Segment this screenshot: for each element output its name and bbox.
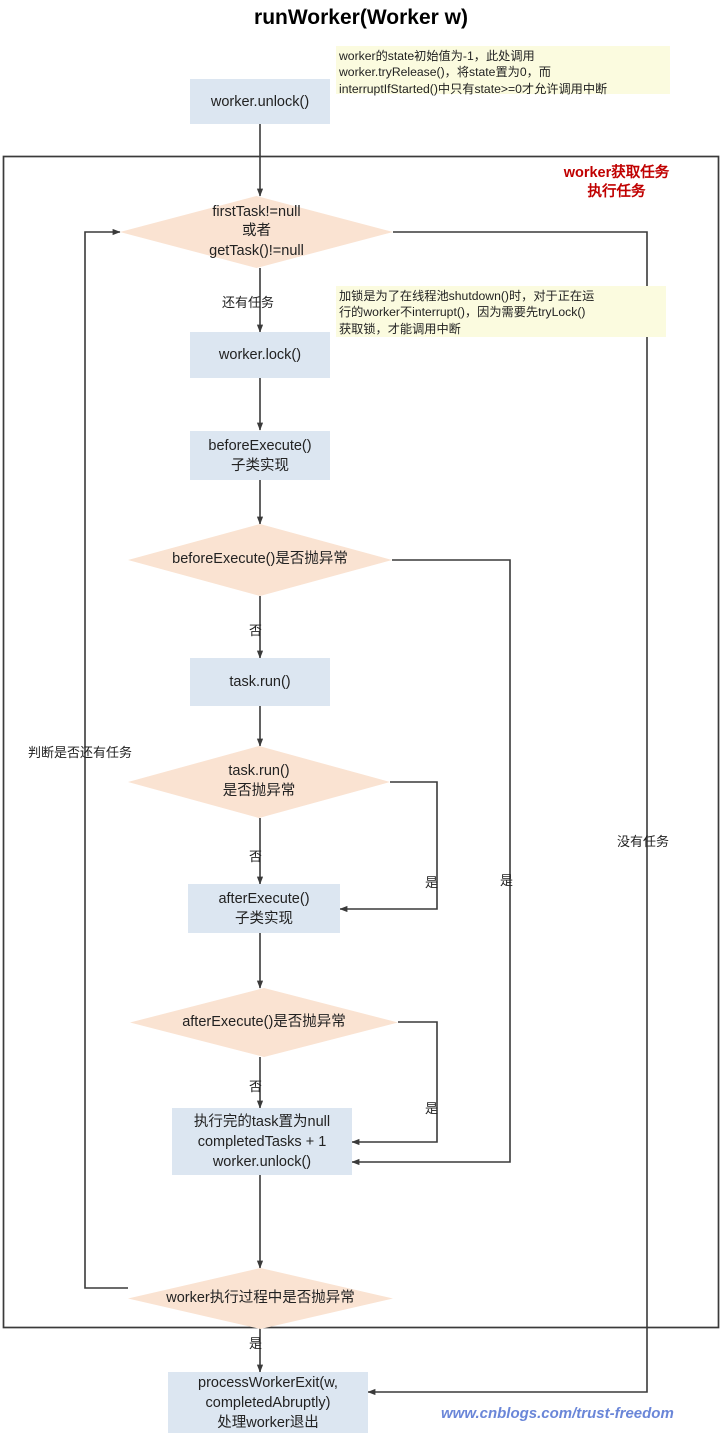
edge-label-after-execute-yes: 是 xyxy=(425,1101,439,1116)
edge-label-before-execute-yes: 是 xyxy=(500,873,514,888)
node-has-task-decision-label: firstTask!=null 或者 getTask()!=null xyxy=(209,203,304,259)
node-worker-lock[interactable]: worker.lock() xyxy=(190,332,330,378)
page-title: runWorker(Worker w) xyxy=(254,6,468,29)
note-lock-reason: 加锁是为了在线程池shutdown()时，对于正在运 行的worker不inte… xyxy=(336,286,666,337)
edge-label-task-run-no: 否 xyxy=(249,849,263,864)
node-task-run-throw-label: task.run() 是否抛异常 xyxy=(222,763,296,799)
node-before-execute-throw-label: beforeExecute()是否抛异常 xyxy=(172,551,348,568)
note-worker-state: worker的state初始值为-1，此处调用 worker.tryReleas… xyxy=(336,46,670,96)
node-task-run-throw[interactable]: task.run() 是否抛异常 xyxy=(128,746,390,818)
node-finish-task[interactable]: 执行完的task置为null completedTasks + 1 worker… xyxy=(172,1108,352,1175)
node-worker-throw-label: worker执行过程中是否抛异常 xyxy=(166,1289,355,1306)
node-before-execute-throw[interactable]: beforeExecute()是否抛异常 xyxy=(128,524,392,596)
node-has-task-decision[interactable]: firstTask!=null 或者 getTask()!=null xyxy=(120,196,393,268)
edge-label-before-execute-no: 否 xyxy=(249,623,263,638)
node-worker-throw[interactable]: worker执行过程中是否抛异常 xyxy=(128,1268,393,1329)
edge-label-task-run-yes: 是 xyxy=(425,875,439,890)
node-before-execute[interactable]: beforeExecute() 子类实现 xyxy=(190,431,330,480)
edge-label-after-execute-no: 否 xyxy=(249,1079,263,1094)
edge-label-worker-throw-yes: 是 xyxy=(249,1336,263,1351)
node-after-execute-throw-label: afterExecute()是否抛异常 xyxy=(182,1013,346,1030)
node-after-execute[interactable]: afterExecute() 子类实现 xyxy=(188,884,340,933)
node-process-worker-exit[interactable]: processWorkerExit(w, completedAbruptly) … xyxy=(168,1372,368,1433)
group-label-worker-task: worker获取任务 执行任务 xyxy=(563,165,670,200)
edge-label-no-task: 没有任务 xyxy=(617,834,670,849)
edge-label-still-has-task: 还有任务 xyxy=(222,295,275,310)
edge-label-loop-check: 判断是否还有任务 xyxy=(28,745,133,760)
watermark-link: www.cnblogs.com/trust-freedom xyxy=(441,1405,674,1422)
node-task-run[interactable]: task.run() xyxy=(190,658,330,706)
node-worker-unlock-top[interactable]: worker.unlock() xyxy=(190,79,330,124)
node-after-execute-throw[interactable]: afterExecute()是否抛异常 xyxy=(130,988,398,1057)
